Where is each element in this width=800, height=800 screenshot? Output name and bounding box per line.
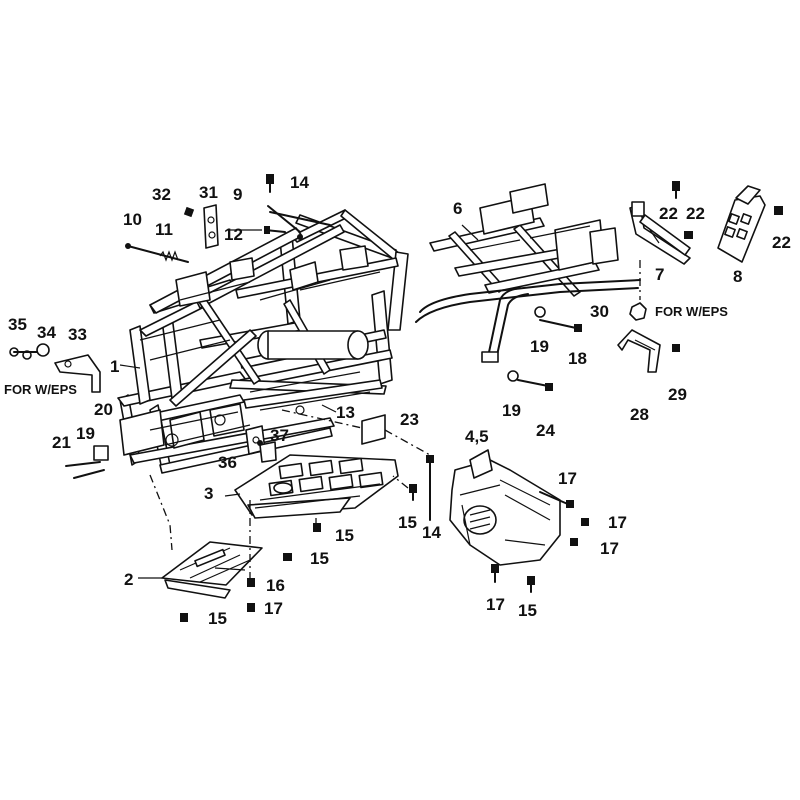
callout-9: 9 bbox=[233, 185, 242, 204]
callout-23: 23 bbox=[400, 410, 419, 429]
callout-18: 18 bbox=[568, 349, 587, 368]
bracket-23 bbox=[361, 414, 386, 445]
callout-3: 3 bbox=[204, 484, 213, 503]
callout-33: 33 bbox=[68, 325, 87, 344]
callout-15-c: 15 bbox=[310, 549, 329, 568]
callout-21: 21 bbox=[52, 433, 71, 452]
callout-16: 16 bbox=[266, 576, 285, 595]
callout-17-c: 17 bbox=[600, 539, 619, 558]
bracket-7 bbox=[629, 201, 691, 265]
leader-lines bbox=[119, 224, 660, 579]
bracket-36 bbox=[259, 441, 277, 463]
callout-29: 29 bbox=[668, 385, 687, 404]
eps-bracket-right bbox=[617, 329, 661, 373]
note-eps-left: FOR W/EPS bbox=[4, 382, 77, 397]
callout-7: 7 bbox=[655, 265, 664, 284]
callout-8: 8 bbox=[733, 267, 742, 286]
callout-17-d: 17 bbox=[486, 595, 505, 614]
callout-31: 31 bbox=[199, 183, 218, 202]
callout-15-d: 15 bbox=[208, 609, 227, 628]
callout-22-a: 22 bbox=[659, 204, 678, 223]
bracket-31 bbox=[203, 204, 219, 249]
callout-22-b: 22 bbox=[686, 204, 705, 223]
fasteners bbox=[9, 174, 783, 622]
upper-frame bbox=[415, 183, 641, 363]
callout-20: 20 bbox=[94, 400, 113, 419]
callout-12: 12 bbox=[224, 225, 243, 244]
callout-6: 6 bbox=[453, 199, 462, 218]
callout-19-c: 19 bbox=[76, 424, 95, 443]
bracket-8 bbox=[717, 185, 766, 263]
callout-17-a: 17 bbox=[558, 469, 577, 488]
callout-32: 32 bbox=[152, 185, 171, 204]
callout-10: 10 bbox=[123, 210, 142, 229]
callout-30: 30 bbox=[590, 302, 609, 321]
callout-24: 24 bbox=[536, 421, 555, 440]
callout-1: 1 bbox=[110, 357, 119, 376]
callout-14-mid: 14 bbox=[422, 523, 441, 542]
callout-11: 11 bbox=[155, 220, 173, 239]
callout-4-5: 4,5 bbox=[465, 427, 489, 446]
callout-15-b: 15 bbox=[335, 526, 354, 545]
side-cover bbox=[449, 449, 561, 566]
callout-22-c: 22 bbox=[772, 233, 791, 252]
callout-15-e: 15 bbox=[518, 601, 537, 620]
callout-34: 34 bbox=[37, 323, 56, 342]
callout-13: 13 bbox=[336, 403, 355, 422]
callout-labels: 1 2 3 4,5 6 7 8 9 10 11 12 13 14 14 15 1… bbox=[4, 173, 791, 628]
callout-37: 37 bbox=[270, 426, 289, 445]
callout-14-top: 14 bbox=[290, 173, 309, 192]
callout-19-b: 19 bbox=[502, 401, 521, 420]
main-frame bbox=[117, 209, 409, 474]
eps-bracket-left bbox=[54, 354, 101, 393]
note-eps-right: FOR W/EPS bbox=[655, 304, 728, 319]
callout-17-b: 17 bbox=[608, 513, 627, 532]
callout-35: 35 bbox=[8, 315, 27, 334]
skid-plate-main bbox=[234, 454, 399, 519]
callout-28: 28 bbox=[630, 405, 649, 424]
callout-2: 2 bbox=[124, 570, 133, 589]
callout-36: 36 bbox=[218, 453, 237, 472]
skid-plate-front bbox=[161, 541, 263, 599]
callout-17-e: 17 bbox=[264, 599, 283, 618]
callout-15-a: 15 bbox=[398, 513, 417, 532]
callout-19-a: 19 bbox=[530, 337, 549, 356]
